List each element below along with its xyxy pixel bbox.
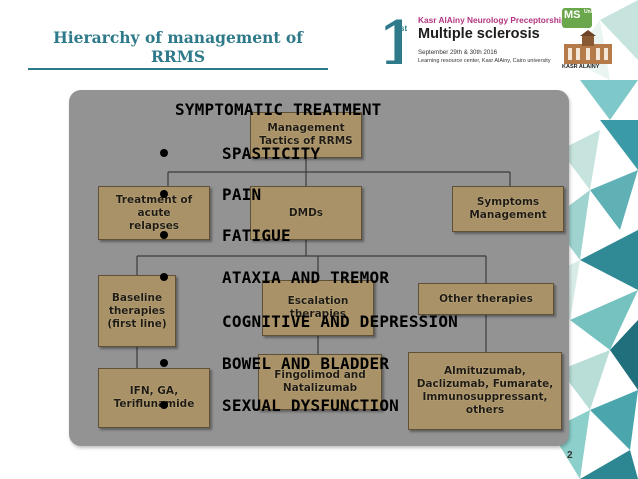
box-escalation-therapies: Escalation therapies xyxy=(262,280,374,336)
bullet-dot xyxy=(160,359,168,367)
box-acute-relapses: Treatment of acute relapses xyxy=(98,186,210,240)
bullet-text: SPASTICITY xyxy=(222,144,321,163)
box-baseline-therapies: Baseline therapies (first line) xyxy=(98,275,176,347)
symptomatic-treatment-heading: SYMPTOMATIC TREATMENT xyxy=(175,100,382,119)
box-dmds: DMDs xyxy=(250,186,362,240)
banner-suffix: st xyxy=(400,24,408,33)
bullet-text: FATIGUE xyxy=(222,226,291,245)
banner-venue: Learning resource center, Kasr AlAiny, C… xyxy=(418,58,551,64)
banner-dates: September 29th & 30th 2016 xyxy=(418,49,498,56)
institution-name: KASR ALAINY xyxy=(562,64,600,70)
bullet-dot xyxy=(160,149,168,157)
kasr-alainy-building-icon xyxy=(564,30,612,64)
first-edition-numeral: 1 xyxy=(378,12,402,70)
bullet-text: ATAXIA AND TREMOR xyxy=(222,268,390,287)
box-almituzumab: Almituzumab, Daclizumab, Fumarate, Immun… xyxy=(408,352,562,430)
bullet-text: COGNITIVE AND DEPRESSION xyxy=(222,312,458,331)
slide-title: Hierarchy of management of RRMS xyxy=(53,28,303,66)
title-underline xyxy=(28,68,328,70)
box-management-tactics: Management Tactics of RRMS xyxy=(250,112,362,158)
ms-logo-unit-text: Unit xyxy=(584,9,594,15)
banner-ms-title: Multiple sclerosis xyxy=(418,26,540,42)
banner-preceptorship-line: Kasr AlAiny Neurology Preceptorship on xyxy=(418,15,579,25)
ms-logo-text: MS xyxy=(564,9,581,21)
box-symptoms-management: Symptoms Management xyxy=(452,186,564,232)
box-other-therapies: Other therapies xyxy=(418,283,554,315)
bullet-dot xyxy=(160,190,168,198)
box-fingolimod: Fingolimod and Natalizumab xyxy=(258,354,382,410)
bullet-dot xyxy=(160,401,168,409)
bullet-dot xyxy=(160,231,168,239)
bullet-dot xyxy=(160,273,168,281)
ms-unit-logo xyxy=(562,8,592,28)
page-number: 2 xyxy=(567,450,573,461)
banner-number: 1 xyxy=(378,12,402,70)
box-ifn-ga: IFN, GA, Teriflunamide xyxy=(98,368,210,428)
bullet-text: PAIN xyxy=(222,185,262,204)
bullet-text: SEXUAL DYSFUNCTION xyxy=(222,396,399,415)
bullet-text: BOWEL AND BLADDER xyxy=(222,354,390,373)
